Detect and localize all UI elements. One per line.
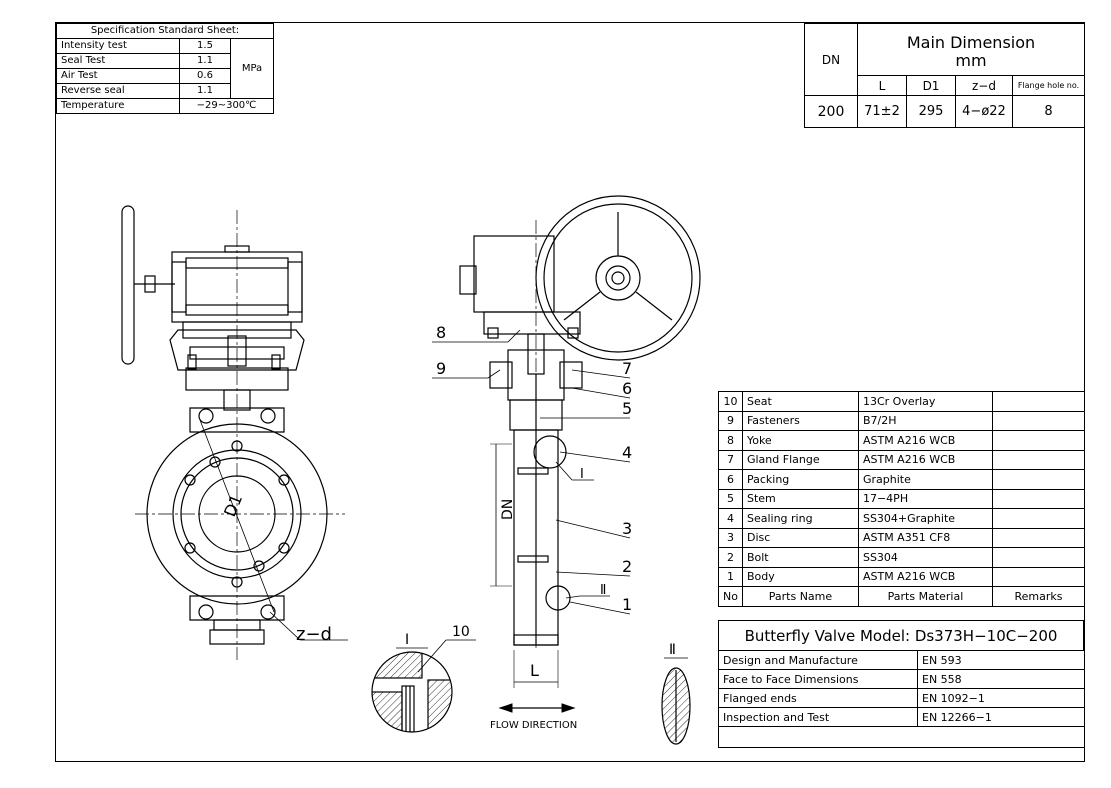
part-material: B7/2H	[857, 410, 993, 431]
part-remarks	[991, 508, 1086, 529]
part-material: SS304	[857, 547, 993, 568]
part-material: Graphite	[857, 469, 993, 490]
standard-value: EN 12266−1	[917, 707, 1085, 727]
part-name: Sealing ring	[741, 508, 859, 529]
part-remarks	[991, 488, 1086, 509]
part-name: Bolt	[741, 547, 859, 568]
part-no: 10	[718, 391, 743, 412]
standard-label: Face to Face Dimensions	[718, 669, 918, 689]
part-remarks	[991, 430, 1086, 451]
spec-sheet-table: Specification Standard Sheet: Intensity …	[56, 23, 274, 114]
spec-row-name: Intensity test	[56, 38, 180, 54]
spec-row-name: Temperature	[56, 98, 180, 114]
parts-header-material: Parts Material	[857, 586, 993, 607]
spec-row-name: Seal Test	[56, 53, 180, 69]
dim-header-l: L	[857, 75, 907, 96]
spec-row-value: 1.1	[179, 83, 231, 99]
spec-row-value: 1.5	[179, 38, 231, 54]
dim-value-d1: 295	[906, 95, 956, 128]
part-remarks	[991, 391, 1086, 412]
standards-empty-row	[718, 726, 1085, 748]
dim-header-d1: D1	[906, 75, 956, 96]
valve-model-title: Butterfly Valve Model: Ds373H−10C−200	[718, 620, 1084, 650]
dim-value-flange-holes: 8	[1012, 95, 1085, 128]
part-remarks	[991, 547, 1086, 568]
part-no: 4	[718, 508, 743, 529]
part-name: Stem	[741, 488, 859, 509]
standard-value: EN 1092−1	[917, 688, 1085, 708]
part-no: 2	[718, 547, 743, 568]
dim-header-zd: z−d	[955, 75, 1013, 96]
part-no: 8	[718, 430, 743, 451]
main-dimension-unit: mm	[955, 50, 987, 70]
part-material: 17−4PH	[857, 488, 993, 509]
part-name: Seat	[741, 391, 859, 412]
part-material: ASTM A216 WCB	[857, 566, 993, 587]
part-no: 7	[718, 449, 743, 470]
standard-value: EN 558	[917, 669, 1085, 689]
spec-row-value: 0.6	[179, 68, 231, 84]
part-name: Fasteners	[741, 410, 859, 431]
standard-label: Design and Manufacture	[718, 650, 918, 670]
spec-unit: MPa	[230, 38, 274, 99]
spec-row-name: Air Test	[56, 68, 180, 84]
part-name: Yoke	[741, 430, 859, 451]
parts-header-no: No	[718, 586, 743, 607]
part-remarks	[991, 449, 1086, 470]
spec-row-value: 1.1	[179, 53, 231, 69]
part-no: 6	[718, 469, 743, 490]
dim-value-zd: 4−ø22	[955, 95, 1013, 128]
part-name: Disc	[741, 527, 859, 548]
dim-header-flange-holes: Flange hole no.	[1012, 75, 1085, 96]
dim-value-l: 71±2	[857, 95, 907, 128]
part-no: 1	[718, 566, 743, 587]
part-no: 5	[718, 488, 743, 509]
dn-value: 200	[804, 95, 858, 128]
part-remarks	[991, 566, 1086, 587]
part-remarks	[991, 410, 1086, 431]
main-dimension-title: Main Dimension	[906, 32, 1036, 52]
standard-value: EN 593	[917, 650, 1085, 670]
parts-header-remarks: Remarks	[991, 586, 1086, 607]
part-name: Body	[741, 566, 859, 587]
spec-row-value: −29~300℃	[179, 98, 274, 114]
part-material: 13Cr Overlay	[857, 391, 993, 412]
dn-header: DN	[804, 23, 858, 96]
part-remarks	[991, 469, 1086, 490]
spec-row-name: Reverse seal	[56, 83, 180, 99]
main-dimension-table: DN Main Dimension mm L D1 z−d Flange hol…	[804, 23, 1085, 128]
spec-sheet-title: Specification Standard Sheet:	[56, 23, 274, 39]
part-no: 3	[718, 527, 743, 548]
part-material: SS304+Graphite	[857, 508, 993, 529]
part-material: ASTM A216 WCB	[857, 449, 993, 470]
part-remarks	[991, 527, 1086, 548]
standard-label: Flanged ends	[718, 688, 918, 708]
part-name: Gland Flange	[741, 449, 859, 470]
standard-label: Inspection and Test	[718, 707, 918, 727]
parts-header-name: Parts Name	[741, 586, 859, 607]
part-material: ASTM A216 WCB	[857, 430, 993, 451]
part-name: Packing	[741, 469, 859, 490]
part-no: 9	[718, 410, 743, 431]
part-material: ASTM A351 CF8	[857, 527, 993, 548]
